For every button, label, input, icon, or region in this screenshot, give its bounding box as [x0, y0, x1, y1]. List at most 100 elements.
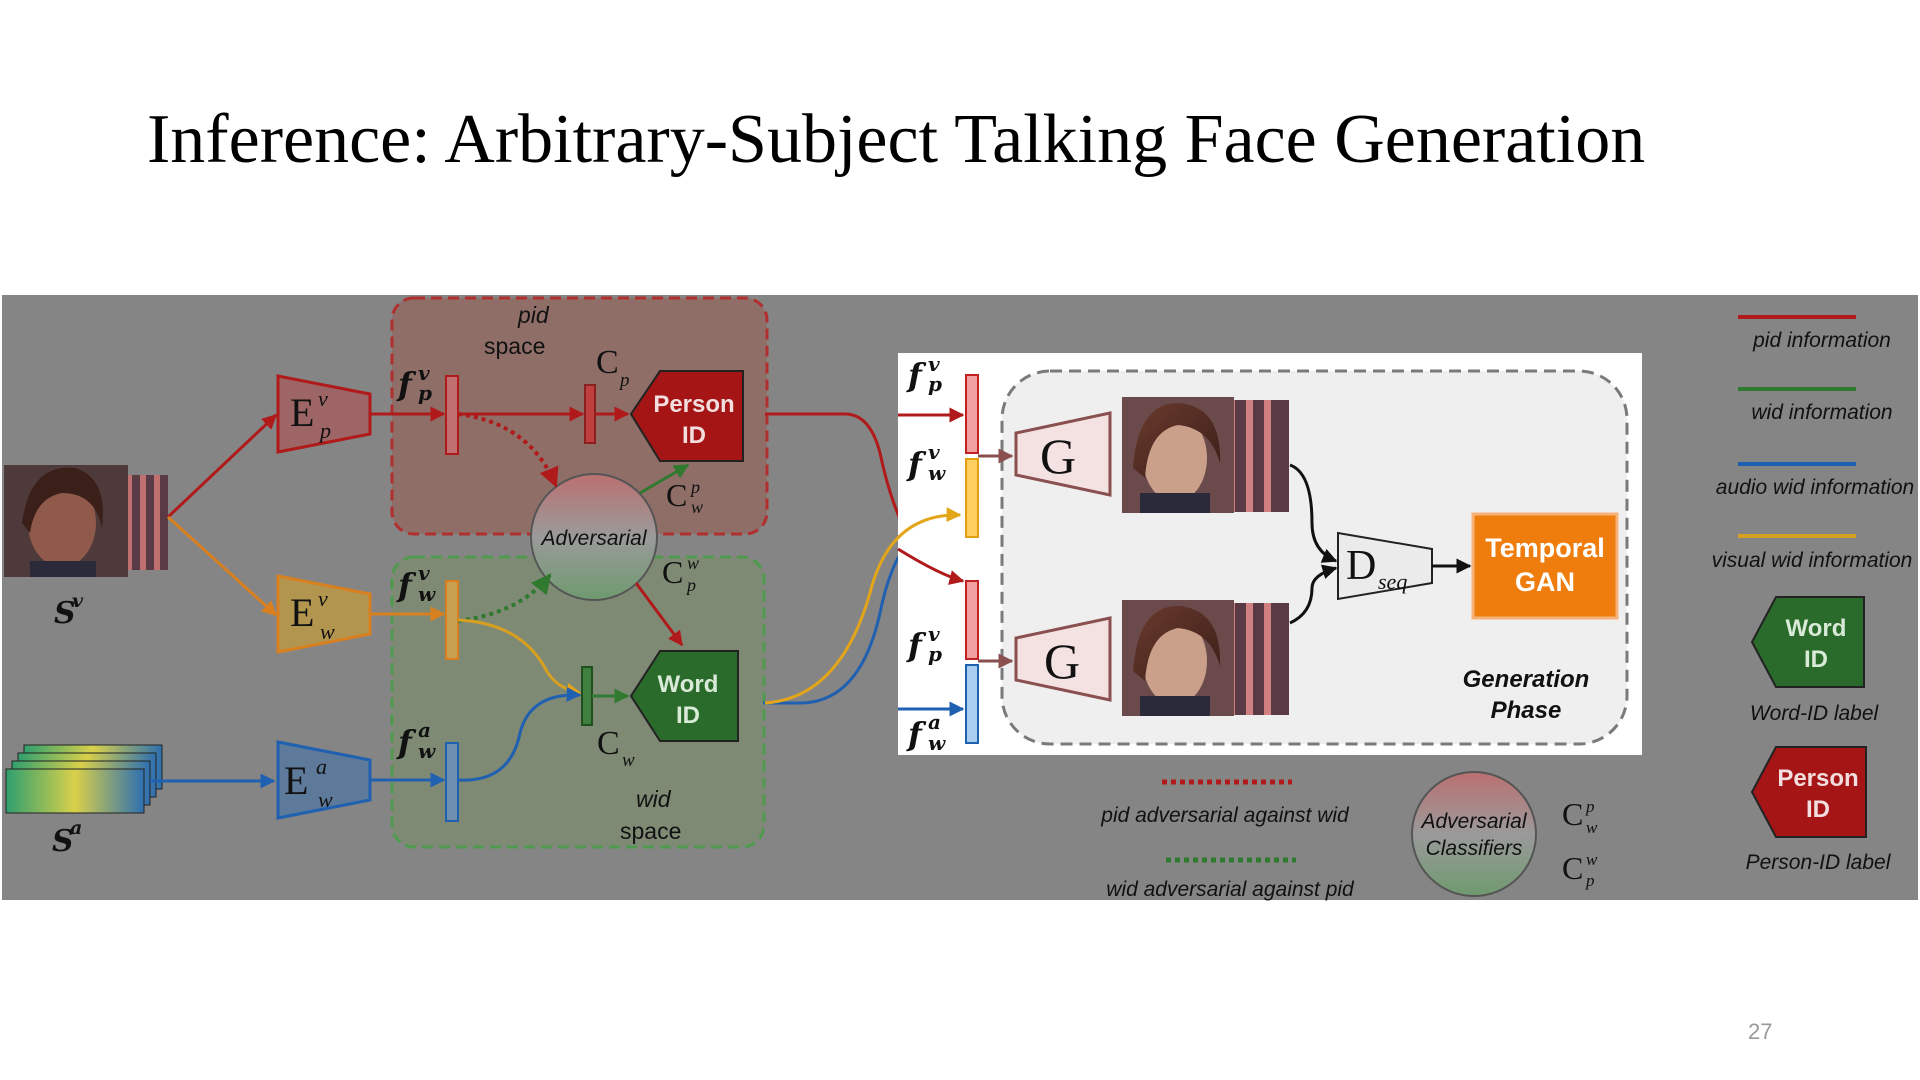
adversarial-label: Adversarial [539, 527, 647, 550]
legend-visual-text: visual wid information [1712, 549, 1913, 572]
encoder-ep-sup: v [318, 386, 328, 411]
page-number: 27 [1748, 1019, 1773, 1044]
word-id-line1: Word [658, 671, 719, 698]
temporal-gan-box [1471, 512, 1619, 620]
feature-bar-fwv [445, 580, 459, 660]
encoder-ew [276, 574, 372, 654]
gen-bar-fwa [965, 664, 979, 744]
adversarial-circle [530, 473, 658, 601]
input-audio-spectrogram [5, 744, 163, 814]
wid-space-label-1: wid [636, 786, 672, 812]
temporal-gan-line1: Temporal [1485, 533, 1605, 563]
classifier-cp-main: C [596, 344, 619, 381]
input-visual-sup: v [72, 590, 84, 612]
legend-person-id-line1: Person [1777, 765, 1858, 792]
generator-bottom-label: G [1044, 633, 1080, 689]
input-visual-label: S [54, 596, 76, 631]
encoder-ep-main: E [290, 390, 314, 435]
pid-adversarial-arrow [457, 412, 559, 488]
wid-adversarial-legend-text: wid adversarial against pid [1106, 878, 1355, 901]
gen-bar-fpv-1 [965, 374, 979, 454]
encoder-ea-sub: w [318, 787, 333, 812]
encoder-ep [276, 374, 372, 454]
discriminator-box [1337, 531, 1433, 601]
gen-fpv-sub-2: p [928, 642, 942, 666]
feature-fwa-sub: w [418, 739, 436, 763]
legend-person-id-icon [1750, 746, 1867, 838]
person-id-box [629, 370, 744, 462]
word-id-box [629, 650, 739, 742]
classifier-cw-sub: w [622, 750, 635, 771]
legend-pid-text: pid information [1752, 329, 1891, 352]
feature-fwa-sup: a [418, 718, 431, 742]
word-id-line2: ID [676, 702, 700, 729]
legend-word-id-line2: ID [1804, 646, 1828, 673]
classifier-cwp-sub: w [691, 497, 703, 517]
legend-word-id-icon [1750, 596, 1865, 688]
arrow-sv-to-ep [166, 413, 278, 519]
gen-fpv-sub-1: p [928, 372, 942, 396]
encoder-ew-sup: v [318, 586, 328, 611]
gen-fwv-sup: v [928, 440, 940, 464]
classifier-cpw-main: C [662, 554, 683, 590]
person-id-line2: ID [682, 422, 706, 449]
legend-cpw-sup: w [1586, 850, 1598, 869]
gen-bar-fpv-2 [965, 580, 979, 660]
classifier-cwp-sup: p [689, 477, 700, 497]
legend-audio-text: audio wid information [1716, 476, 1914, 499]
feature-fwv-sup: v [418, 561, 430, 585]
pid-space-label-2: space [484, 333, 545, 359]
slide-title: Inference: Arbitrary-Subject Talking Fac… [147, 101, 1646, 178]
legend-word-id-line1: Word [1786, 615, 1847, 642]
legend-cwp-sub: w [1586, 818, 1598, 837]
discriminator-main: D [1346, 543, 1376, 589]
legend-cpw-main: C [1562, 850, 1583, 886]
encoder-ew-main: E [290, 590, 314, 635]
encoder-ea-main: E [284, 758, 308, 803]
input-video-frames [4, 465, 168, 577]
feature-fwv-main: f [396, 566, 417, 604]
gen-fwa-sub: w [928, 731, 946, 755]
adversarial-classifiers-line1: Adversarial [1419, 810, 1527, 833]
classifier-cwp-main: C [666, 477, 687, 513]
generation-phase-line1: Generation [1463, 666, 1590, 693]
gen-fwv-main: f [906, 445, 927, 483]
wid-space-label-2: space [620, 818, 681, 844]
wid-adversarial-arrow [457, 573, 552, 623]
pid-space-label-1: pid [517, 302, 550, 328]
legend-cpw-sub: p [1585, 871, 1595, 890]
classifier-bar-cw [581, 666, 593, 726]
architecture-diagram: pid space wid space S v S a E v p E v w … [2, 295, 1918, 901]
legend-wid-text: wid information [1751, 401, 1892, 424]
generator-bottom [1014, 616, 1112, 702]
feature-fpv-sub: p [418, 381, 432, 405]
gen-fwv-sub: w [928, 461, 946, 485]
gen-bar-fwv [965, 458, 979, 538]
legend-cwp-sup: p [1585, 797, 1595, 816]
gen-fpv-sup-1: v [928, 352, 940, 376]
output-frames-bottom [1122, 600, 1289, 716]
person-id-line1: Person [653, 391, 734, 418]
legend-word-id-text: Word-ID label [1750, 702, 1880, 725]
input-audio-label: S [52, 824, 74, 859]
feature-fwa-main: f [396, 723, 417, 761]
legend-cwp-main: C [1562, 796, 1583, 832]
classifier-cpw-sup: w [687, 553, 699, 573]
encoder-ew-sub: w [320, 619, 335, 644]
feature-bar-fwa [445, 742, 459, 822]
classifier-cp-sub: p [618, 370, 630, 391]
feature-fwv-sub: w [418, 582, 436, 606]
pid-adversarial-legend-text: pid adversarial against wid [1100, 804, 1350, 827]
visual-wid-crossing-line [764, 507, 962, 705]
arrow-sv-to-ew [166, 515, 278, 617]
classifier-bar-cp [584, 384, 596, 444]
encoder-ea-sup: a [316, 754, 327, 779]
gen-fwa-main: f [906, 715, 927, 753]
feature-bar-fpv [445, 375, 459, 455]
gen-fwa-sup: a [928, 710, 941, 734]
temporal-gan-line2: GAN [1515, 567, 1575, 597]
feature-fpv-sup: v [418, 361, 430, 385]
feature-fpv-main: f [396, 365, 417, 403]
encoder-ea [276, 740, 372, 820]
classifier-cw-main: C [597, 725, 620, 762]
